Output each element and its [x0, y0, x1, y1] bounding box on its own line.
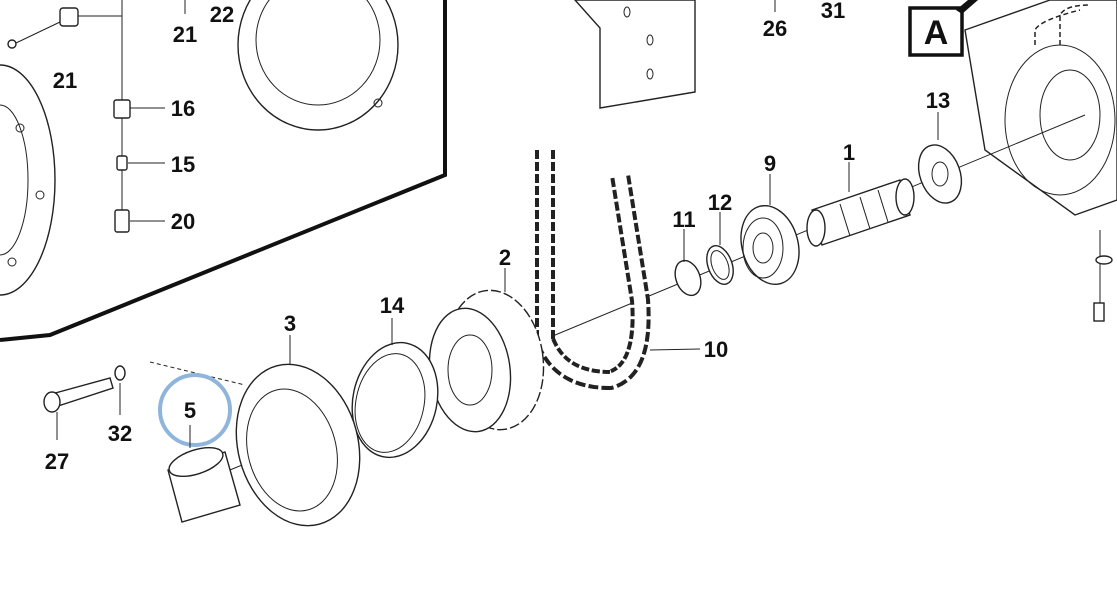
callout-32: 32	[108, 421, 132, 446]
shaft-1	[806, 178, 915, 247]
callout-11: 11	[672, 207, 695, 232]
chain-10	[535, 150, 701, 391]
circlip-11	[674, 259, 702, 297]
callout-13: 13	[926, 88, 950, 113]
callout-20: 20	[171, 209, 195, 234]
callout-9: 9	[764, 151, 776, 176]
sprocket-2	[428, 268, 545, 433]
callout-3: 3	[284, 311, 296, 336]
fittings	[7, 0, 186, 233]
flange-inset	[0, 64, 56, 296]
callout-10: 10	[704, 337, 728, 362]
callout-21: 21	[53, 68, 77, 93]
inset-panel-border	[0, 0, 447, 342]
callout-16: 16	[171, 96, 195, 121]
callout-27: 27	[45, 449, 69, 474]
callout-14: 14	[380, 293, 405, 318]
callout-15: 15	[171, 152, 195, 177]
callout-12: 12	[708, 190, 732, 215]
ring-12	[706, 245, 734, 285]
callout-2: 2	[499, 245, 511, 270]
view-marker-a: A	[908, 0, 978, 57]
bolt-27	[43, 377, 114, 440]
washer-32	[114, 365, 126, 415]
gasket-ring	[237, 0, 399, 131]
gear-housing	[964, 0, 1117, 322]
callout-22: 22	[210, 2, 234, 27]
view-label: A	[924, 14, 949, 52]
bushing-5	[167, 446, 241, 523]
bearing-9	[740, 204, 800, 286]
bracket	[574, 0, 776, 109]
callout-5: 5	[184, 398, 196, 423]
callout-1: 1	[843, 140, 855, 165]
washer-13	[917, 144, 963, 204]
callout-21: 21	[173, 22, 197, 47]
callout-31: 31	[821, 0, 845, 23]
seal-14	[351, 318, 439, 459]
highlight-circle[interactable]	[158, 373, 232, 447]
callout-26: 26	[763, 16, 787, 41]
cover-3	[149, 335, 361, 527]
